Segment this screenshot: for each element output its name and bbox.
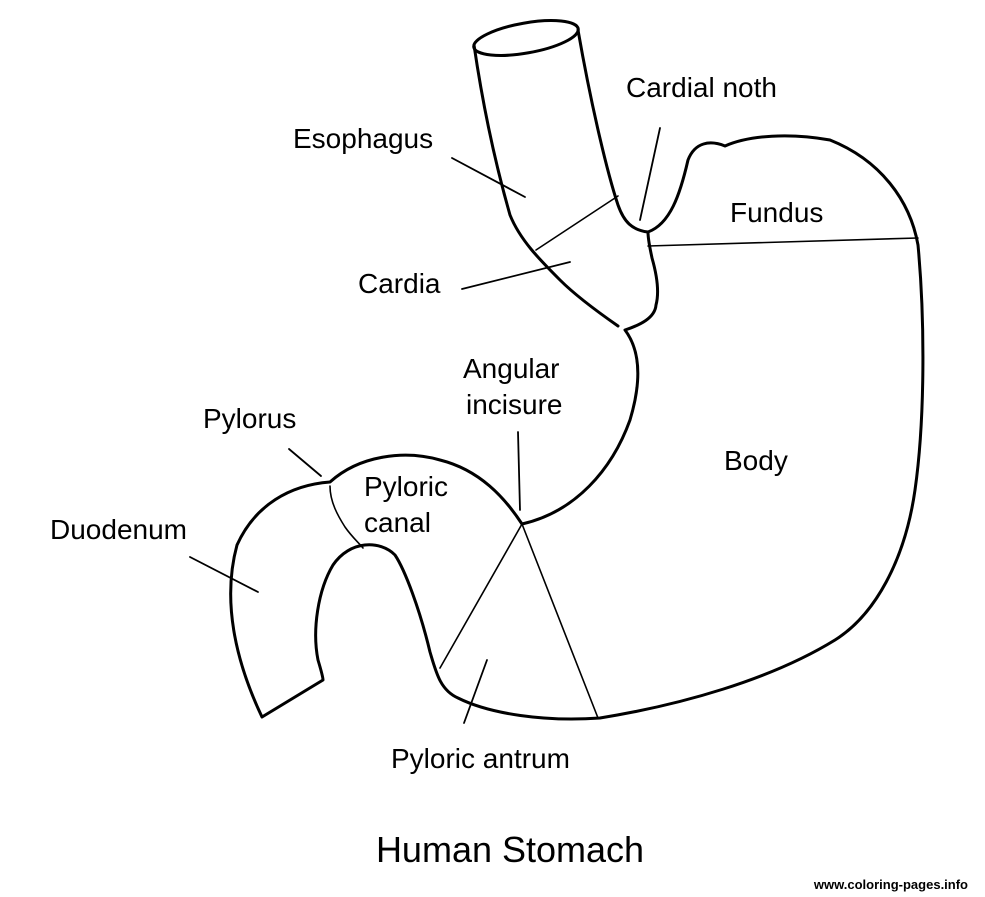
label-angular-incisure-line1: Angular: [463, 353, 560, 384]
pylorus-divider: [329, 485, 364, 549]
antrum-right-divider: [521, 523, 599, 719]
label-pyloric-antrum: Pyloric antrum: [391, 743, 570, 774]
esophagus-opening: [472, 19, 580, 57]
esophagus-left-wall: [472, 43, 620, 328]
cardial-notch-leader: [639, 127, 661, 221]
label-fundus: Fundus: [730, 197, 823, 228]
label-pyloric-canal-line2: canal: [364, 507, 431, 538]
label-body: Body: [724, 445, 788, 476]
duodenum-leader: [189, 556, 259, 593]
esophagus-leader: [451, 157, 526, 198]
cardia-leader: [461, 261, 571, 290]
antrum-left-divider: [439, 523, 523, 669]
esophagus-tube: [472, 19, 650, 328]
watermark-text: www.coloring-pages.info: [813, 877, 968, 892]
diagram-title: Human Stomach: [376, 829, 644, 870]
label-pylorus: Pylorus: [203, 403, 296, 434]
angular-incisure-leader: [517, 431, 521, 511]
label-angular-incisure-line2: incisure: [466, 389, 562, 420]
label-cardia: Cardia: [358, 268, 441, 299]
pylorus-leader: [288, 448, 322, 477]
esophagus-cardia-divider: [535, 195, 619, 251]
label-cardial-notch: Cardial noth: [626, 72, 777, 103]
label-duodenum: Duodenum: [50, 514, 187, 545]
fundus-body-divider: [647, 237, 919, 247]
label-pyloric-canal-line1: Pyloric: [364, 471, 448, 502]
pyloric-antrum-leader: [463, 659, 488, 724]
esophagus-right-wall: [576, 28, 650, 234]
label-esophagus: Esophagus: [293, 123, 433, 154]
